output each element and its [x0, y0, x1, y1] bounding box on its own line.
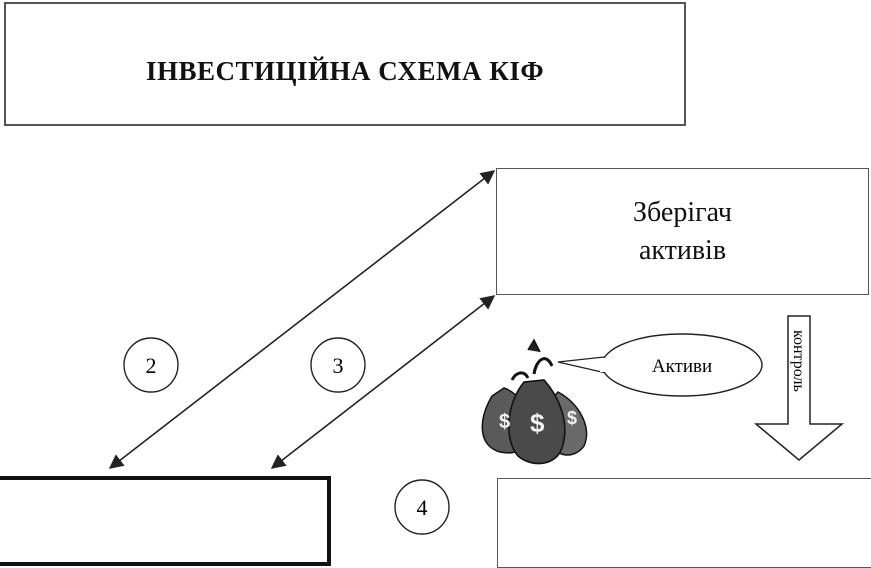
assets-callout: Активи	[557, 333, 763, 397]
diagram-title: ІНВЕСТИЦІЙНА СХЕМА КІФ	[145, 55, 545, 86]
money-bag-dollar-left: $	[499, 411, 510, 433]
step-number-2: 2	[146, 353, 157, 378]
diagram-canvas: 2 3 4 Активи $ $ $ контроль	[108, 170, 845, 535]
control-arrow: контроль	[753, 315, 845, 461]
custodian-box: Зберігач активів	[496, 168, 869, 295]
money-bag-icon: $ $ $	[481, 338, 588, 465]
step-circle-2: 2	[123, 337, 179, 393]
money-bag-dollar-center: $	[530, 408, 545, 438]
arrow-2-connector	[108, 170, 496, 469]
assets-label: Активи	[652, 356, 712, 377]
money-bag-dollar-right: $	[567, 408, 577, 428]
diagram-title-box: ІНВЕСТИЦІЙНА СХЕМА КІФ	[4, 2, 686, 126]
arrow-3-connector	[270, 295, 496, 469]
custodian-label-line2: активів	[638, 234, 727, 266]
step-circle-3: 3	[310, 337, 366, 393]
custodian-label-line1: Зберігач	[633, 196, 732, 228]
step-number-4: 4	[417, 495, 428, 520]
control-label: контроль	[790, 330, 807, 392]
step-number-3: 3	[333, 353, 344, 378]
step-circle-4: 4	[394, 479, 450, 535]
